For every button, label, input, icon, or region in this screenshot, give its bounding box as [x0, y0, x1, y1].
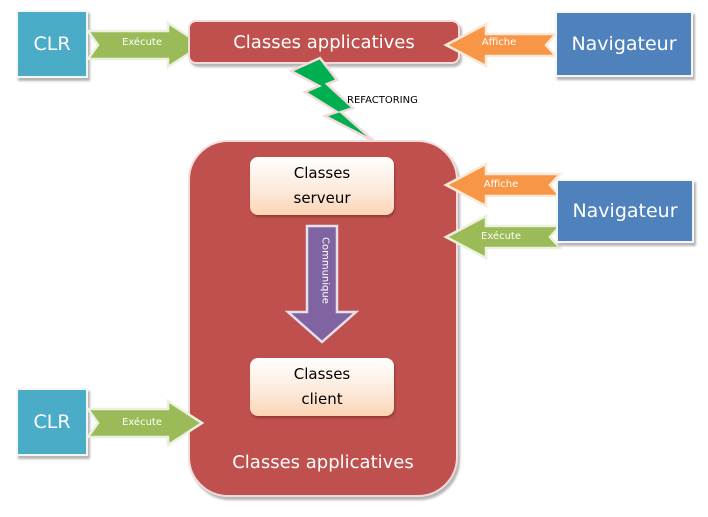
browser-label-bottom: Navigateur	[572, 200, 678, 222]
app-classes-top: Classes applicatives	[188, 20, 460, 64]
execute-arrow-bottom-browser-label: Exécute	[481, 231, 521, 242]
execute-arrow-bottom-clr	[85, 398, 205, 448]
execute-arrow-top	[85, 20, 205, 70]
server-classes-box: Classes serveur	[250, 157, 394, 215]
client-classes-line1: Classes	[293, 365, 351, 383]
client-classes-box: Classes client	[250, 358, 394, 416]
server-classes-line1: Classes	[293, 164, 351, 182]
browser-label-top: Navigateur	[571, 33, 677, 55]
display-arrow-top-label: Affiche	[481, 37, 517, 48]
execute-arrow-bottom-browser	[443, 213, 563, 261]
display-arrow-top	[443, 21, 559, 69]
app-classes-container-label: Classes applicatives	[232, 452, 414, 473]
app-classes-top-label: Classes applicatives	[233, 31, 415, 53]
clr-box-bottom: CLR	[16, 388, 88, 456]
clr-box-top: CLR	[16, 10, 88, 78]
browser-box-top: Navigateur	[555, 11, 693, 77]
client-classes-line2: client	[301, 390, 343, 408]
clr-label-bottom: CLR	[33, 411, 71, 433]
display-arrow-bottom-label: Affiche	[483, 179, 519, 190]
execute-arrow-top-label: Exécute	[122, 37, 162, 48]
communicates-label: Communique	[319, 236, 331, 304]
refactoring-bolt-icon	[288, 56, 376, 144]
server-classes-line2: serveur	[293, 189, 351, 207]
communicates-arrow	[284, 224, 360, 344]
refactoring-label: REFACTORING	[347, 95, 418, 106]
execute-arrow-bottom-clr-label: Exécute	[122, 417, 162, 428]
display-arrow-bottom	[443, 161, 563, 209]
browser-box-bottom: Navigateur	[556, 179, 694, 243]
clr-label: CLR	[33, 33, 71, 55]
